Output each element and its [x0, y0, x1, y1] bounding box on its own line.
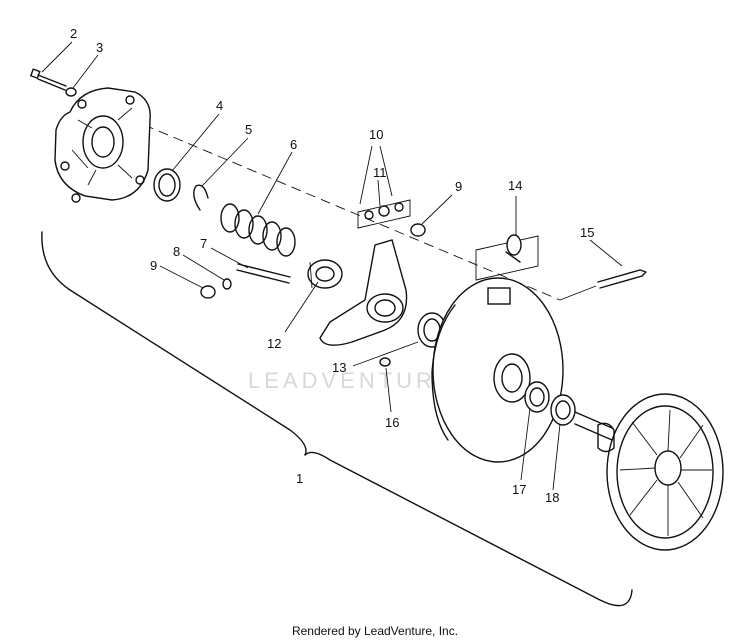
spider-arm-part — [319, 239, 408, 346]
callout-5: 5 — [245, 122, 252, 137]
callout-6: 6 — [290, 137, 297, 152]
cap-part-left — [200, 285, 216, 299]
snap-ring-part — [193, 184, 209, 211]
ring-part-17 — [524, 381, 550, 413]
fixed-sheave-part — [574, 393, 724, 551]
callout-3: 3 — [96, 40, 103, 55]
callout-10: 10 — [369, 127, 383, 142]
callout-18: 18 — [545, 490, 559, 505]
footer-credit: Rendered by LeadVenture, Inc. — [291, 624, 459, 638]
callout-16: 16 — [385, 415, 399, 430]
cover-plate — [54, 87, 151, 203]
nut-part — [379, 357, 391, 367]
moveable-sheave-part — [431, 277, 564, 463]
callout-4: 4 — [216, 98, 223, 113]
pin-part — [236, 263, 291, 284]
spring-part — [220, 203, 296, 257]
assembly-axis-line — [84, 99, 561, 301]
roller-bearing-part — [307, 259, 343, 289]
cap-part-right — [410, 223, 426, 237]
shaft-pin-part — [597, 269, 647, 289]
callout-2: 2 — [70, 26, 77, 41]
small-washer-part — [222, 278, 232, 290]
callout-11: 11 — [373, 165, 387, 180]
callout-12: 12 — [267, 336, 281, 351]
leader-lines — [41, 41, 623, 491]
hardware-kit-plate — [357, 199, 411, 229]
callout-13: 13 — [332, 360, 346, 375]
assembly-bracket — [41, 231, 633, 607]
callout-15: 15 — [580, 225, 594, 240]
callout-1: 1 — [296, 471, 303, 486]
callout-7: 7 — [200, 236, 207, 251]
bolt-part — [29, 68, 67, 91]
callout-9-left: 9 — [150, 258, 157, 273]
ring-part-18 — [550, 394, 576, 426]
callout-17: 17 — [512, 482, 526, 497]
callout-8: 8 — [173, 244, 180, 259]
callout-14: 14 — [508, 178, 522, 193]
weight-part — [475, 234, 539, 281]
callout-9-right: 9 — [455, 179, 462, 194]
watermark-text: LEADVENTURE — [248, 368, 455, 393]
bushing-ring-part — [153, 168, 181, 202]
washer-part — [65, 87, 77, 97]
